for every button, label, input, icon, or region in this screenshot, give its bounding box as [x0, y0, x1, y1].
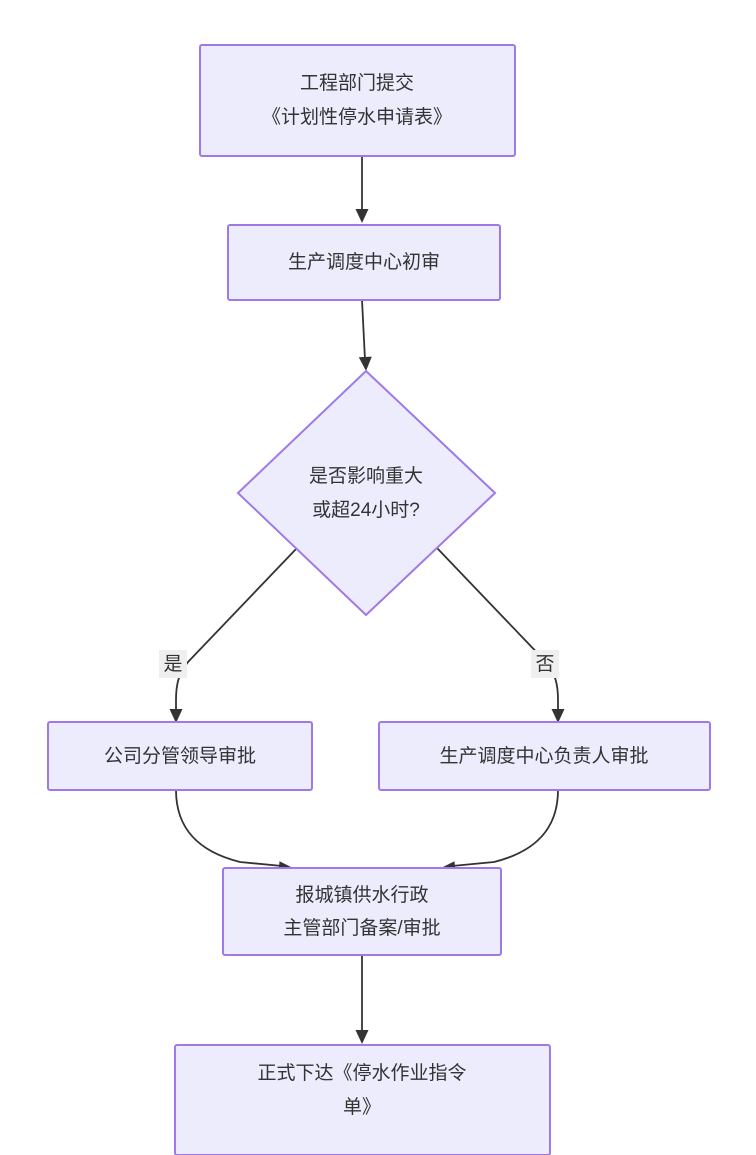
edge-line [361, 299, 366, 361]
flow-node-n5[interactable]: 生产调度中心负责人审批 [378, 721, 711, 791]
flow-node-n7[interactable]: 正式下达《停水作业指令 单》 [174, 1044, 551, 1155]
arrowhead-icon [551, 709, 565, 723]
edge-label-yes: 是 [159, 650, 187, 678]
edge-n2-n3 [358, 299, 372, 371]
flow-node-n4[interactable]: 公司分管领导审批 [47, 721, 313, 791]
node-rect[interactable] [227, 224, 501, 301]
edge-label-text: 是 [163, 654, 182, 675]
edge-label-background [531, 650, 559, 678]
arrowhead-icon [358, 356, 372, 371]
node-label-line1: 工程部门提交 [300, 72, 414, 94]
node-label-line1: 是否影响重大 [309, 465, 423, 487]
arrowhead-icon [169, 709, 183, 723]
node-label-line1: 生产调度中心初审 [288, 251, 440, 273]
flow-node-n1[interactable]: 工程部门提交 《计划性停水申请表》 [199, 44, 516, 157]
node-rect[interactable] [378, 721, 711, 791]
node-label-line1: 公司分管领导审批 [104, 745, 256, 767]
arrowhead-icon [355, 209, 369, 223]
edge-line [451, 789, 559, 867]
node-diamond[interactable] [236, 369, 497, 617]
node-label-line2: 《计划性停水申请表》 [262, 106, 452, 128]
node-label-line1: 正式下达《停水作业指令 [257, 1062, 466, 1084]
node-rect[interactable] [47, 721, 313, 791]
edge-label-text: 否 [535, 654, 554, 675]
edge-n1-n2 [355, 156, 369, 223]
flow-node-n6[interactable]: 报城镇供水行政 主管部门备案/审批 [222, 867, 502, 956]
edge-n3-n4 [169, 547, 298, 723]
edge-line [175, 789, 283, 867]
edge-label-background [159, 650, 187, 678]
edge-label-no: 否 [531, 650, 559, 678]
edge-line [436, 547, 559, 712]
node-label-line2: 单》 [343, 1096, 381, 1118]
node-rect[interactable] [199, 44, 516, 157]
node-label-line1: 报城镇供水行政 [295, 884, 428, 906]
node-label-line2: 或超24小时? [312, 499, 420, 521]
edge-line [175, 547, 298, 712]
node-label-line2: 主管部门备案/审批 [283, 917, 440, 939]
arrowhead-icon [355, 1030, 369, 1044]
edge-n6-n7 [355, 955, 369, 1044]
edge-n3-n5 [436, 547, 565, 723]
edge-n5-n6 [441, 789, 559, 875]
node-label-line1: 生产调度中心负责人审批 [439, 745, 648, 767]
edge-n4-n6 [175, 789, 293, 875]
flow-node-n3[interactable]: 是否影响重大 或超24小时? [236, 369, 497, 617]
flow-node-n2[interactable]: 生产调度中心初审 [227, 224, 501, 301]
node-rect[interactable] [174, 1044, 551, 1155]
node-rect[interactable] [222, 867, 502, 956]
